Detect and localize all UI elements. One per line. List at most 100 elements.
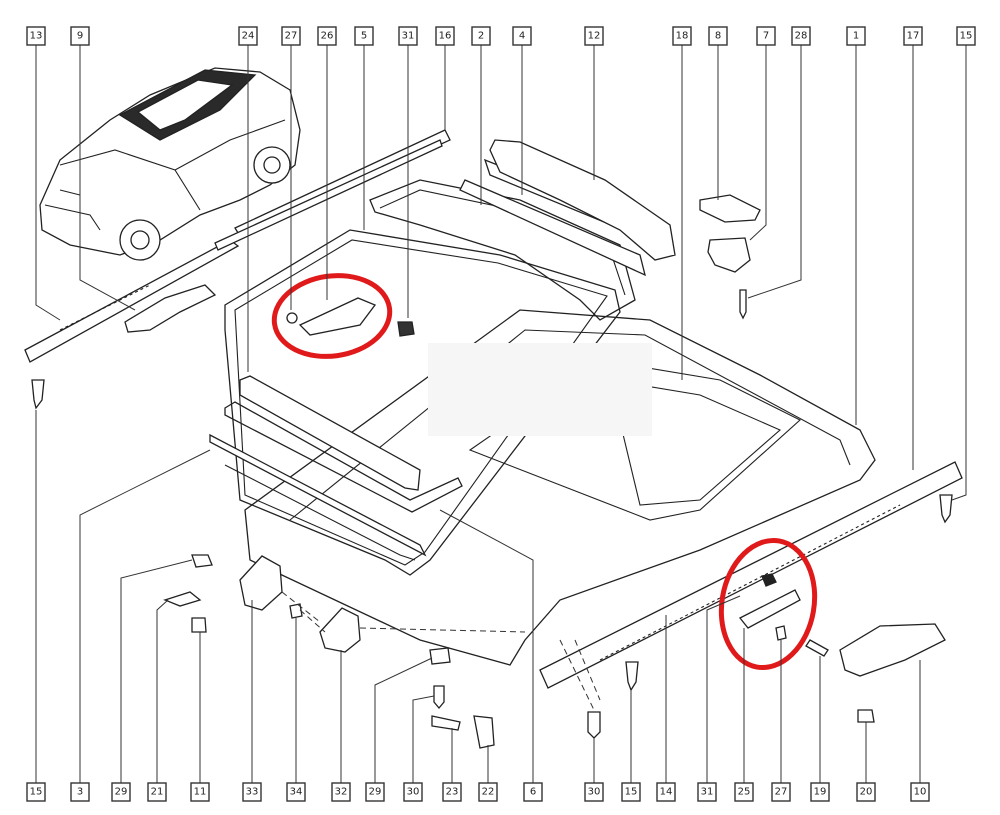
rear-bracket-10: [839, 623, 946, 677]
front-header-panel: [489, 139, 676, 261]
clip-27-left: [286, 312, 298, 324]
nut-11: [191, 617, 207, 633]
callout-5-text: 5: [361, 31, 367, 42]
callout-30-b2: 30: [584, 782, 604, 802]
callout-30-b2-text: 30: [588, 787, 601, 798]
grommet-15-centre: [625, 661, 639, 692]
roof-seal-clip-highlight: [271, 273, 393, 359]
inner-seal-3b: [209, 433, 427, 557]
callout-26: 26: [317, 26, 337, 46]
callout-6-text: 6: [530, 787, 536, 798]
callout-31-top: 31: [398, 26, 418, 46]
screw-23: [431, 715, 461, 731]
callout-14: 14: [656, 782, 676, 802]
callout-2: 2: [471, 26, 491, 46]
clip-21: [163, 591, 202, 607]
callout-24-text: 24: [242, 31, 255, 42]
callout-27-b-text: 27: [775, 787, 788, 798]
upper-seal-strip: [214, 139, 443, 251]
inner-seal-3a: [224, 401, 463, 513]
callout-34: 34: [286, 782, 306, 802]
callout-29-b2-text: 29: [369, 787, 382, 798]
callout-20-text: 20: [860, 787, 873, 798]
callout-27-top: 27: [281, 26, 301, 46]
callout-10-text: 10: [914, 787, 927, 798]
screw-30-centre: [587, 711, 601, 739]
front-deflector: [459, 179, 646, 277]
screw-30-left: [433, 685, 445, 710]
masked-area: [428, 343, 652, 436]
callout-15-top: 15: [956, 26, 976, 46]
callout-11: 11: [190, 782, 210, 802]
drive-motor-bracket: [699, 194, 761, 223]
callout-13: 13: [26, 26, 46, 46]
callout-5: 5: [354, 26, 374, 46]
callout-22-text: 22: [482, 787, 495, 798]
callout-9-text: 9: [77, 31, 83, 42]
clip-27-right: [761, 573, 777, 587]
callout-30-b1-text: 30: [407, 787, 420, 798]
callout-21-text: 21: [151, 787, 164, 798]
right-grommet: [939, 494, 953, 524]
guide-mechanism-33: [239, 555, 283, 611]
callout-21: 21: [147, 782, 167, 802]
leader-lines: [35, 45, 967, 783]
callout-19-text: 19: [814, 787, 827, 798]
callout-26-text: 26: [321, 31, 334, 42]
callout-2-text: 2: [478, 31, 484, 42]
callout-1-text: 1: [853, 31, 859, 42]
callout-1: 1: [846, 26, 866, 46]
seal-clip-26: [298, 297, 377, 336]
clip-29: [191, 554, 213, 568]
callout-3: 3: [70, 782, 90, 802]
callout-12: 12: [584, 26, 604, 46]
callout-18: 18: [672, 26, 692, 46]
callout-18-text: 18: [676, 31, 689, 42]
callout-19: 19: [810, 782, 830, 802]
callout-17: 17: [903, 26, 923, 46]
callout-11-text: 11: [194, 787, 207, 798]
callout-25-text: 25: [738, 787, 751, 798]
callout-4: 4: [512, 26, 532, 46]
right-roof-rail-trim: [539, 461, 963, 689]
callout-30-b1: 30: [403, 782, 423, 802]
callout-14-text: 14: [660, 787, 673, 798]
clip-29b: [429, 647, 451, 665]
screw-27-right: [775, 625, 787, 641]
side-rail-bracket-25: [738, 589, 801, 629]
callout-7: 7: [756, 26, 776, 46]
callout-7-text: 7: [763, 31, 769, 42]
callout-13-text: 13: [30, 31, 43, 42]
callout-15-b1: 15: [26, 782, 46, 802]
callout-4-text: 4: [519, 31, 525, 42]
callout-8-text: 8: [715, 31, 721, 42]
callout-27-b: 27: [771, 782, 791, 802]
callout-6: 6: [523, 782, 543, 802]
callout-28-text: 28: [795, 31, 808, 42]
nut-20: [857, 709, 875, 723]
callout-3-text: 3: [77, 787, 83, 798]
screw-28: [739, 289, 747, 320]
bolt-19: [805, 639, 829, 657]
callout-29-b2: 29: [365, 782, 385, 802]
callout-23-text: 23: [446, 787, 459, 798]
roof-panel-frame: [244, 309, 876, 666]
callout-8: 8: [708, 26, 728, 46]
inner-seal-24: [239, 375, 421, 491]
callout-15-b2-text: 15: [625, 787, 638, 798]
callout-22: 22: [478, 782, 498, 802]
left-bracket: [124, 284, 217, 333]
callout-10: 10: [910, 782, 930, 802]
callout-32-text: 32: [335, 787, 348, 798]
callout-31-b: 31: [697, 782, 717, 802]
callout-29-b1: 29: [111, 782, 131, 802]
left-roof-rail-trim: [24, 239, 240, 363]
pin-34: [289, 603, 303, 619]
bracket-22: [473, 715, 495, 749]
callout-17-text: 17: [907, 31, 920, 42]
vehicle-illustration: [39, 67, 301, 261]
callout-16: 16: [435, 26, 455, 46]
nut-31: [397, 321, 415, 337]
callout-29-b1-text: 29: [115, 787, 128, 798]
